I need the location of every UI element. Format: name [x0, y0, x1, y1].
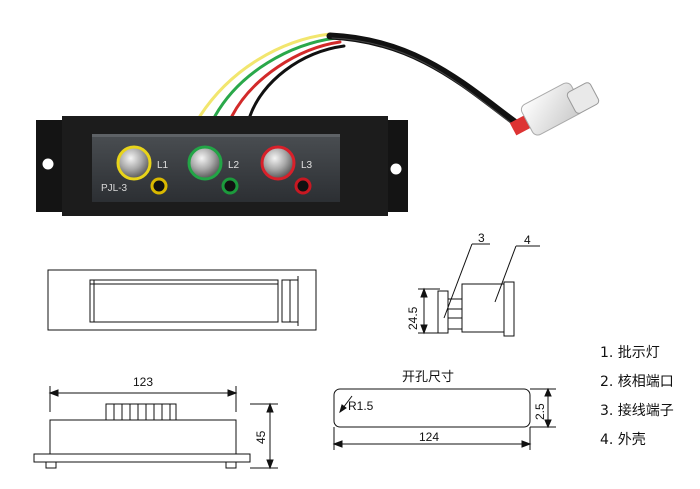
indicator-group: L1 L2 L3: [116, 145, 313, 195]
indicator-label-3: L3: [301, 160, 313, 171]
callout-4: 4: [524, 233, 531, 247]
cutout-height-dimension: 2.5: [533, 403, 547, 420]
indicator-3: L3: [260, 145, 313, 195]
indicator-1: L1: [116, 145, 169, 195]
indicator-2: L2: [187, 145, 240, 195]
indicator-lamp-3: [260, 145, 296, 181]
side-height-dimension: 24.5: [406, 306, 420, 330]
model-label: PJL-3: [101, 183, 128, 194]
cutout-drawing: [332, 387, 556, 450]
side-view-drawing: [418, 243, 540, 337]
bottom-width-dimension: 123: [133, 375, 153, 389]
front-view-drawing: [47, 269, 317, 331]
device-photo: PJL-3 L1 L2 L3: [36, 32, 600, 216]
callout-3: 3: [478, 231, 485, 245]
legend-item-indicator-lamp: 1. 批示灯: [600, 345, 660, 361]
legend-item-housing: 4. 外壳: [600, 432, 646, 448]
cutout-radius-label: R1.5: [348, 399, 374, 413]
parts-legend: 1. 批示灯 2. 核相端口 3. 接线端子 4. 外壳: [600, 342, 696, 458]
indicator-lamp-1: [116, 145, 152, 181]
phase-port-1: [150, 177, 168, 195]
indicator-lamp-2: [187, 145, 223, 181]
legend-item-terminal: 3. 接线端子: [600, 403, 674, 419]
phase-port-3: [294, 177, 312, 195]
wire-bundle: [198, 32, 524, 130]
cutout-title: 开孔尺寸: [402, 370, 454, 385]
cutout-width-dimension: 124: [419, 430, 439, 444]
phase-port-2: [221, 177, 239, 195]
bottom-view-drawing: [33, 386, 278, 470]
legend-item-phase-port: 2. 核相端口: [600, 374, 674, 390]
connector-plug: [509, 82, 600, 136]
bottom-height-dimension: 45: [254, 430, 268, 444]
indicator-label-2: L2: [228, 160, 240, 171]
indicator-label-1: L1: [157, 160, 169, 171]
